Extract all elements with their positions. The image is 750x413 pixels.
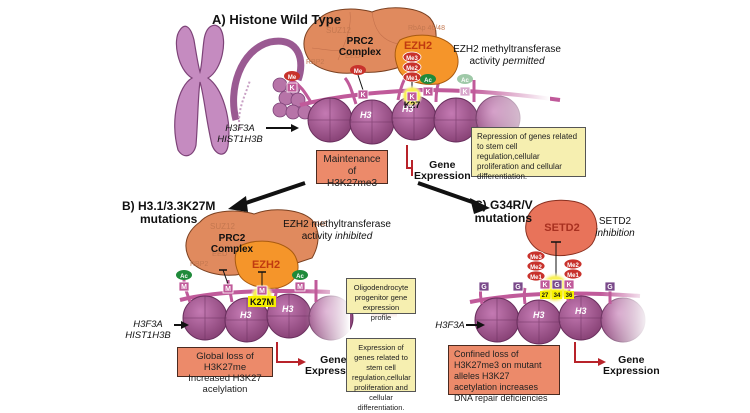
svg-text:Me1: Me1 <box>530 275 542 281</box>
repression-line-a <box>406 145 413 176</box>
histone-marks-a <box>284 65 473 102</box>
svg-text:36: 36 <box>566 293 573 299</box>
ezh2-label-a: EZH2 <box>404 40 432 52</box>
gene-pointer-arrows <box>174 124 485 329</box>
svg-text:RBP2: RBP2 <box>190 261 208 268</box>
svg-text:Me2: Me2 <box>530 265 542 271</box>
outcome-box-b: Global loss of H3K27me Increased H3K27 a… <box>177 347 273 395</box>
svg-text:K: K <box>409 94 414 101</box>
svg-text:34: 34 <box>554 293 561 299</box>
activation-arrow-b <box>276 342 300 363</box>
svg-text:G: G <box>607 284 613 291</box>
svg-text:H3: H3 <box>533 310 545 320</box>
svg-text:K: K <box>542 282 547 289</box>
svg-text:M: M <box>225 286 231 293</box>
svg-text:SUZ12: SUZ12 <box>210 222 235 231</box>
svg-text:G: G <box>554 282 560 289</box>
svg-text:K: K <box>462 89 467 96</box>
methyl-stack-a <box>402 51 422 92</box>
activation-arrowhead-b <box>298 358 306 366</box>
stem-cell-expression-box: Expression of genes related to stem cell… <box>346 338 416 412</box>
subunit-rbp2-a: RBP2 <box>306 59 324 66</box>
activation-arrow-c <box>574 342 600 363</box>
svg-text:K: K <box>360 92 365 99</box>
svg-text:Ac: Ac <box>296 274 304 280</box>
k27m-label: K27M <box>250 297 274 307</box>
svg-text:H3: H3 <box>402 104 414 114</box>
prc2-label-a: PRC2 <box>347 36 374 47</box>
k27-label: K27 <box>404 100 421 110</box>
svg-text:Me3: Me3 <box>406 56 418 62</box>
svg-text:M: M <box>181 284 187 291</box>
setd2-enzyme <box>525 199 598 286</box>
activation-arrowhead-c <box>598 358 606 366</box>
svg-text:K: K <box>566 282 571 289</box>
subunit-suz12-a: SUZ12 <box>326 26 351 35</box>
svg-text:Ac: Ac <box>461 78 469 84</box>
svg-text:Ac: Ac <box>424 78 432 84</box>
genes-c: H3F3A <box>435 320 465 331</box>
nucleosome-array-c <box>469 285 650 350</box>
svg-text:Me: Me <box>354 69 363 75</box>
setd2-label: SETD2 <box>544 222 579 234</box>
ezh2-label-b: EZH2 <box>252 259 280 271</box>
svg-text:EED: EED <box>212 249 228 258</box>
chromosome-icon <box>174 24 230 157</box>
ezh2-note-a: EZH2 methyltransferase activity permitte… <box>453 44 561 67</box>
chromatin-fiber-icon <box>230 37 313 131</box>
panel-a-title: A) Histone Wild Type <box>212 12 341 27</box>
svg-text:H3: H3 <box>240 310 252 320</box>
complex-label-a: Complex <box>339 47 382 58</box>
svg-text:RbAp 46/48: RbAp 46/48 <box>290 221 327 228</box>
complex-label-b: Complex <box>211 244 254 255</box>
setd2-note: SETD2 inhibition <box>595 216 635 239</box>
ezh2-note-b: EZH2 methyltransferase activity inhibite… <box>283 219 391 242</box>
svg-text:Me3: Me3 <box>530 255 542 261</box>
transition-arrows <box>228 181 490 214</box>
prc2-label-b: PRC2 <box>219 233 246 244</box>
svg-text:Me2: Me2 <box>406 66 418 72</box>
svg-text:Me: Me <box>288 75 297 81</box>
svg-text:M: M <box>259 288 265 295</box>
svg-text:H3: H3 <box>360 110 372 120</box>
methyl-stacks-c <box>526 250 583 282</box>
svg-text:M: M <box>297 284 303 291</box>
svg-text:K: K <box>425 89 430 96</box>
svg-text:Ac: Ac <box>180 274 188 280</box>
svg-text:Me1: Me1 <box>406 76 418 82</box>
svg-text:Me1: Me1 <box>567 273 579 279</box>
residue-tags-c <box>478 279 616 299</box>
outcome-box-a: Maintenance of H3K27me3 <box>316 150 388 189</box>
subunit-rbap-a: RbAp 46/48 <box>408 25 445 32</box>
svg-text:Me2: Me2 <box>567 263 579 269</box>
svg-text:G: G <box>481 284 487 291</box>
effect-box-a: Repression of genes related to stem cell… <box>471 127 586 181</box>
subunit-eed-a: EED <box>345 51 361 60</box>
nucleosome-array-b <box>179 279 354 345</box>
svg-text:H3: H3 <box>282 304 294 314</box>
svg-text:H3: H3 <box>575 306 587 316</box>
opc-profile-box: Oligodendrocyte progenitor gene expressi… <box>346 278 416 322</box>
prc2-complex-b <box>185 209 319 289</box>
svg-text:27: 27 <box>542 293 549 299</box>
svg-text:K: K <box>289 85 294 92</box>
outcome-box-c: Confined loss of H3K27me3 on mutant alle… <box>448 345 560 403</box>
svg-text:G: G <box>515 284 521 291</box>
